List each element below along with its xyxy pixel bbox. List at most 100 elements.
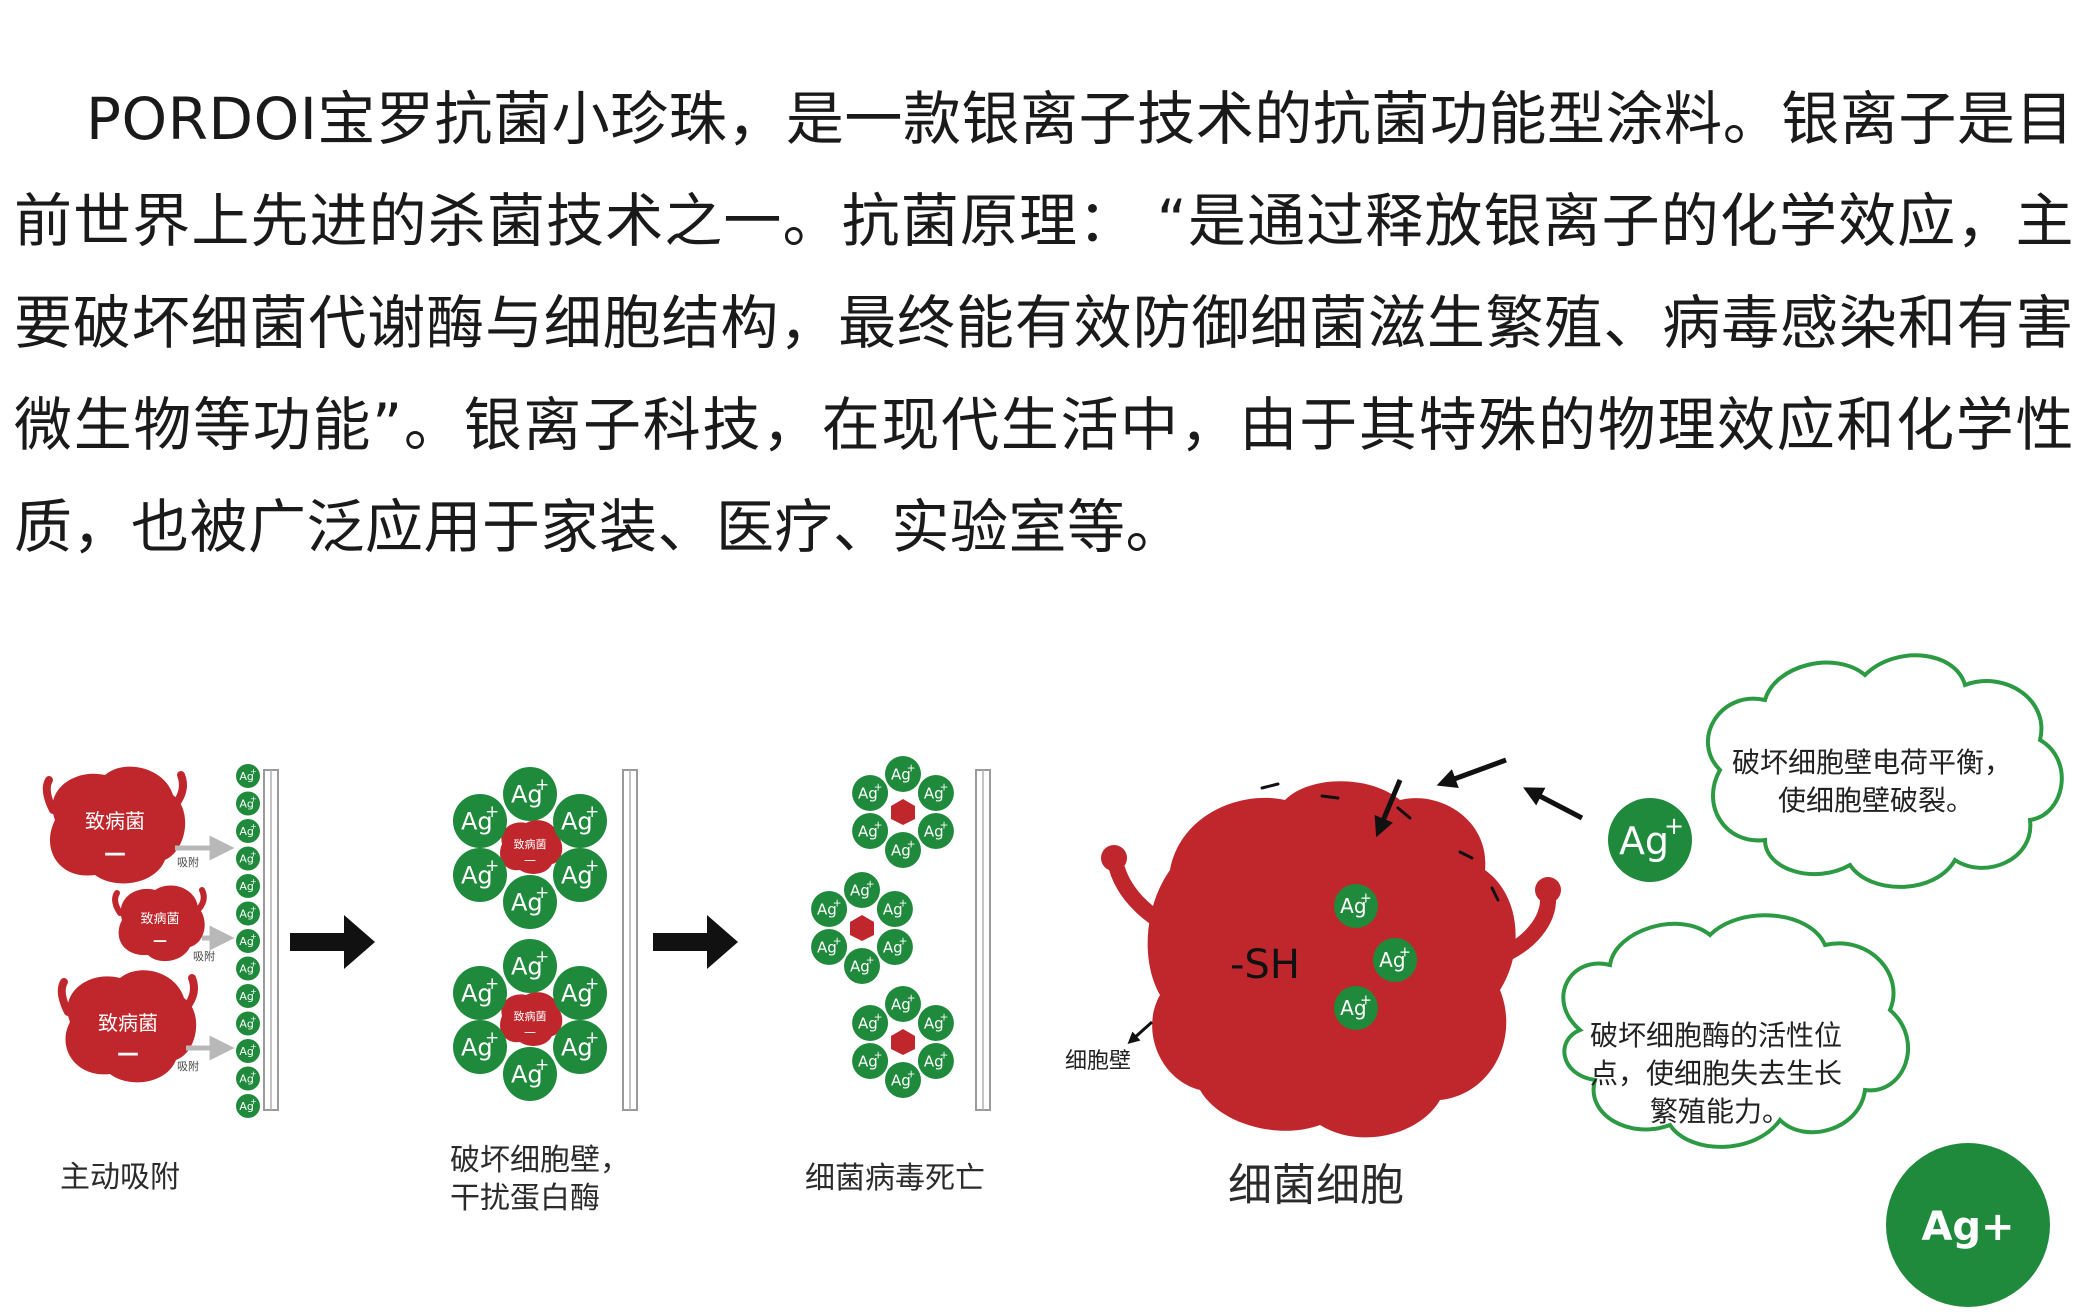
silver-ion: Ag+ bbox=[236, 874, 260, 898]
svg-text:Ag: Ag bbox=[239, 935, 254, 948]
caption-damage-line1: 破坏细胞壁， bbox=[450, 1143, 630, 1178]
cloud1-line2: 使细胞壁破裂。 bbox=[1778, 784, 1974, 817]
cloud2-line3: 繁殖能力。 bbox=[1650, 1095, 1790, 1128]
svg-text:+: + bbox=[1399, 945, 1411, 961]
stage-bacterial-cell: -SH Ag+Ag+Ag+ 细胞壁 细菌细胞 Ag + 破坏细胞壁 bbox=[1065, 653, 2064, 1307]
pathogen-label: 致病菌 bbox=[98, 1011, 158, 1035]
svg-text:—: — bbox=[524, 853, 536, 867]
silver-ion: Ag+ bbox=[503, 767, 557, 821]
adsorb-label: 吸附 bbox=[177, 1059, 199, 1073]
svg-text:+: + bbox=[833, 935, 842, 947]
sh-label: -SH bbox=[1230, 942, 1300, 988]
svg-text:Ag: Ag bbox=[511, 781, 543, 809]
silver-ion: Ag+ bbox=[236, 764, 260, 788]
svg-text:Ag: Ag bbox=[461, 808, 493, 836]
svg-text:—: — bbox=[104, 841, 126, 866]
svg-text:+: + bbox=[250, 1015, 256, 1024]
silver-ion: Ag+ bbox=[844, 872, 880, 908]
svg-text:Ag: Ag bbox=[850, 957, 870, 975]
silver-ion: Ag+ bbox=[852, 813, 889, 849]
silver-ion: Ag+ bbox=[852, 1043, 889, 1079]
svg-text:Ag: Ag bbox=[561, 808, 593, 836]
svg-text:+: + bbox=[907, 1068, 916, 1080]
svg-text:Ag: Ag bbox=[461, 862, 493, 890]
svg-text:Ag: Ag bbox=[858, 822, 878, 840]
svg-text:Ag: Ag bbox=[239, 880, 254, 893]
svg-text:+: + bbox=[874, 819, 883, 831]
svg-text:+: + bbox=[866, 954, 875, 966]
svg-text:+: + bbox=[535, 882, 549, 902]
svg-text:Ag: Ag bbox=[924, 784, 944, 802]
process-arrow bbox=[653, 915, 738, 969]
silver-ion: Ag+ bbox=[503, 875, 557, 929]
silver-ion: Ag+ bbox=[1334, 986, 1378, 1030]
pathogen-label: 致病菌 bbox=[85, 809, 145, 833]
silver-ion: Ag+ bbox=[811, 891, 848, 927]
svg-text:Ag: Ag bbox=[1379, 948, 1405, 972]
silver-ion: Ag+ bbox=[236, 1066, 260, 1091]
svg-text:+: + bbox=[907, 762, 916, 774]
svg-text:Ag: Ag bbox=[891, 841, 911, 859]
svg-text:+: + bbox=[250, 795, 256, 804]
svg-text:+: + bbox=[535, 1054, 549, 1074]
svg-text:Ag: Ag bbox=[561, 1034, 593, 1062]
svg-text:—: — bbox=[153, 933, 167, 949]
svg-text:+: + bbox=[250, 932, 256, 941]
caption-adsorption: 主动吸附 bbox=[60, 1160, 180, 1195]
svg-text:Ag: Ag bbox=[561, 980, 593, 1008]
svg-text:Ag: Ag bbox=[883, 938, 903, 956]
silver-ion: Ag+ bbox=[844, 948, 880, 984]
svg-text:Ag: Ag bbox=[883, 900, 903, 918]
svg-text:+: + bbox=[485, 801, 499, 821]
svg-text:Ag: Ag bbox=[817, 938, 837, 956]
svg-text:Ag: Ag bbox=[239, 825, 254, 838]
svg-text:Ag: Ag bbox=[461, 1034, 493, 1062]
ion-column: Ag+Ag+Ag+Ag+Ag+Ag+Ag+Ag+Ag+Ag+Ag+Ag+Ag+ bbox=[236, 764, 260, 1118]
svg-text:+: + bbox=[585, 1027, 599, 1047]
svg-text:+: + bbox=[250, 1042, 256, 1051]
svg-text:Ag: Ag bbox=[817, 900, 837, 918]
silver-ion: Ag+ bbox=[236, 901, 260, 926]
dead-cluster: Ag+Ag+Ag+Ag+Ag+Ag+ bbox=[811, 872, 913, 984]
silver-ion: Ag+ bbox=[453, 1020, 507, 1074]
silver-ion: Ag+ bbox=[917, 1043, 954, 1079]
svg-text:+: + bbox=[874, 781, 883, 793]
svg-text:+: + bbox=[250, 1097, 256, 1106]
svg-text:+: + bbox=[250, 987, 256, 996]
svg-text:+: + bbox=[485, 855, 499, 875]
callout-cloud-enzyme: 破坏细胞酶的活性位 点，使细胞失去生长 繁殖能力。 bbox=[1561, 913, 1910, 1149]
silver-ion: Ag+ bbox=[503, 1047, 557, 1101]
svg-text:+: + bbox=[874, 1049, 883, 1061]
svg-text:Ag: Ag bbox=[239, 1017, 254, 1030]
svg-text:Ag: Ag bbox=[561, 862, 593, 890]
svg-text:Ag: Ag bbox=[924, 1052, 944, 1070]
svg-text:+: + bbox=[899, 897, 908, 909]
ion-attack-arrows bbox=[1374, 757, 1584, 838]
silver-ion: Ag+ bbox=[236, 956, 260, 981]
silver-ion: Ag+ bbox=[917, 775, 954, 811]
svg-text:Ag: Ag bbox=[1340, 996, 1366, 1020]
silver-ion: Ag+ bbox=[453, 848, 507, 902]
svg-text:Ag: Ag bbox=[239, 1072, 254, 1085]
silver-ion: Ag+ bbox=[917, 1005, 954, 1041]
intro-paragraph: PORDOI宝罗抗菌小珍珠，是一款银离子技术的抗菌功能型涂料。银离子是目前世界上… bbox=[14, 85, 2074, 561]
svg-text:+: + bbox=[250, 877, 256, 886]
process-arrow bbox=[290, 915, 375, 969]
silver-ion: Ag+ bbox=[1373, 938, 1417, 982]
callout-cloud-charge: 破坏细胞壁电荷平衡， 使细胞壁破裂。 bbox=[1706, 653, 2064, 889]
stage-death: Ag+Ag+Ag+Ag+Ag+Ag+Ag+Ag+Ag+Ag+Ag+Ag+Ag+A… bbox=[805, 756, 991, 1196]
svg-text:Ag: Ag bbox=[511, 953, 543, 981]
svg-text:Ag: Ag bbox=[858, 1014, 878, 1032]
stage-cell-wall-damage: 致病菌—Ag+Ag+Ag+Ag+Ag+Ag+致病菌—Ag+Ag+Ag+Ag+Ag… bbox=[450, 767, 638, 1216]
svg-text:+: + bbox=[585, 973, 599, 993]
silver-ion: Ag+ bbox=[553, 966, 607, 1020]
silver-ion: Ag+ bbox=[876, 891, 913, 927]
svg-text:Ag: Ag bbox=[239, 770, 254, 783]
svg-text:+: + bbox=[250, 960, 256, 969]
caption-damage-line2: 干扰蛋白酶 bbox=[450, 1181, 600, 1216]
silver-ion: Ag+ bbox=[885, 986, 921, 1022]
svg-text:Ag: Ag bbox=[891, 995, 911, 1013]
svg-text:Ag: Ag bbox=[239, 962, 254, 975]
svg-text:Ag: Ag bbox=[858, 1052, 878, 1070]
svg-text:Ag: Ag bbox=[239, 852, 254, 865]
